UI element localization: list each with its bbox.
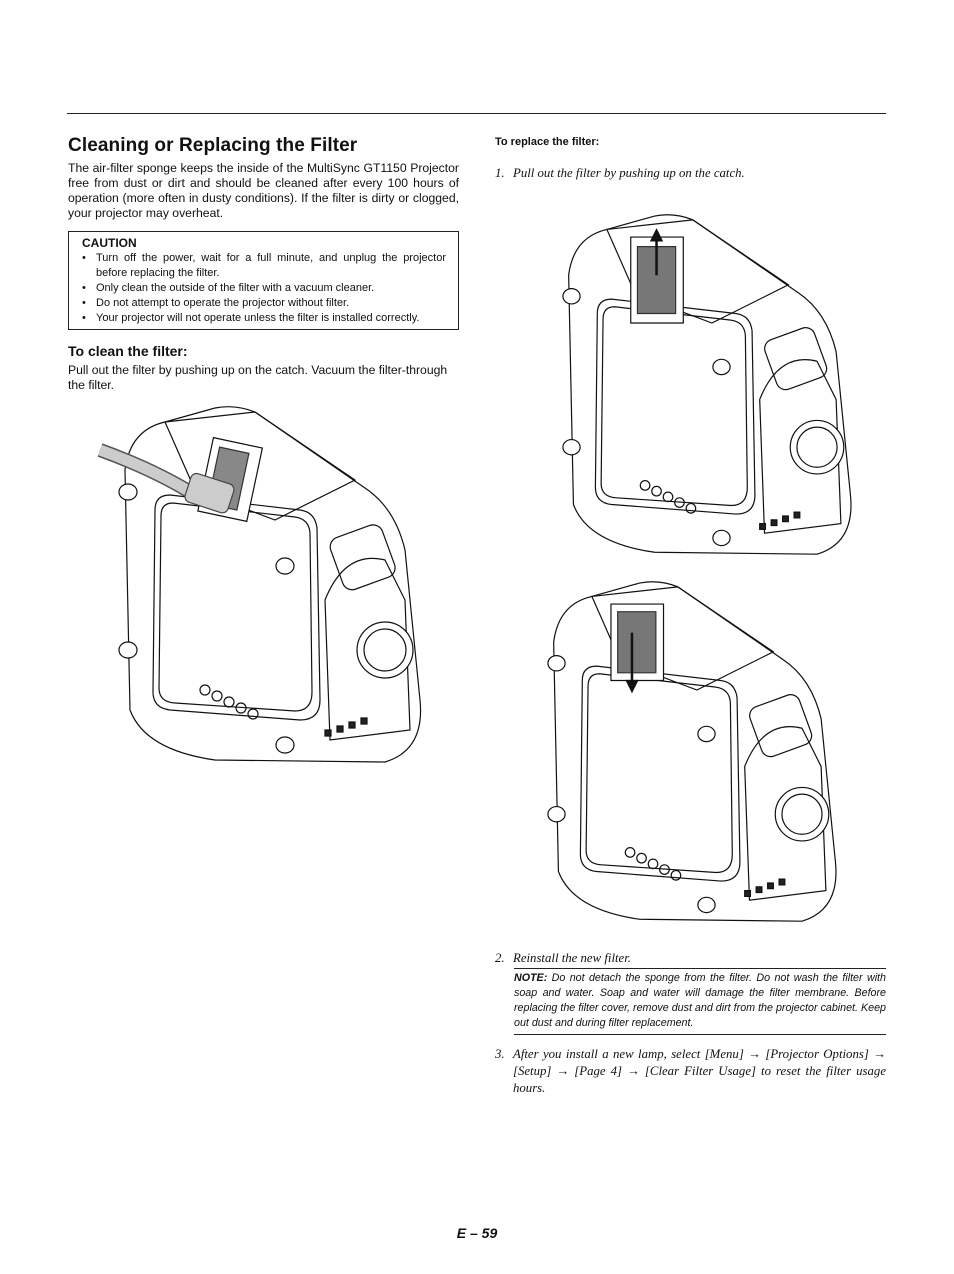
note-box: NOTE: Do not detach the sponge from the … [514, 968, 886, 1035]
projector-filter-out-illustration [540, 205, 860, 570]
caution-list: •Turn off the power, wait for a full min… [82, 251, 446, 326]
projector-filter-in-illustration [525, 572, 845, 937]
step-1: 1. Pull out the filter by pushing up on … [495, 165, 886, 182]
step-2: 2. Reinstall the new filter. [495, 950, 886, 967]
note-text: Do not detach the sponge from the filter… [514, 972, 886, 1029]
step-text: After you install a new lamp, select [Me… [513, 1047, 886, 1095]
right-column: To replace the filter: [495, 135, 886, 148]
step-number: 1. [495, 166, 505, 180]
caution-heading: CAUTION [82, 236, 137, 250]
step-number: 3. [495, 1047, 505, 1061]
caution-item: •Do not attempt to operate the projector… [82, 297, 350, 309]
clean-filter-heading: To clean the filter: [68, 343, 188, 359]
step-3: 3. After you install a new lamp, select … [495, 1046, 886, 1097]
caution-item-text: Do not attempt to operate the projector … [96, 297, 350, 309]
left-column: Cleaning or Replacing the Filter The air… [68, 135, 459, 393]
intro-paragraph: The air-filter sponge keeps the inside o… [68, 161, 459, 220]
step-number: 2. [495, 951, 505, 965]
caution-item-text: Your projector will not operate unless t… [96, 312, 420, 324]
caution-box: CAUTION •Turn off the power, wait for a … [68, 231, 459, 330]
step-text: Reinstall the new filter. [513, 951, 632, 965]
projector-vacuum-illustration [95, 400, 430, 775]
step-text: Pull out the filter by pushing up on the… [513, 166, 745, 180]
caution-item-text: Only clean the outside of the filter wit… [96, 282, 375, 294]
caution-item: •Your projector will not operate unless … [82, 312, 420, 324]
page-title: Cleaning or Replacing the Filter [68, 135, 358, 156]
header-rule [67, 113, 886, 114]
replace-filter-heading: To replace the filter: [495, 136, 600, 148]
page-number: E – 59 [456, 1225, 498, 1241]
clean-filter-text: Pull out the filter by pushing up on the… [68, 363, 448, 392]
note-label: NOTE: [514, 972, 548, 984]
caution-item: •Turn off the power, wait for a full min… [82, 252, 446, 279]
caution-item: •Only clean the outside of the filter wi… [82, 282, 375, 294]
caution-item-text: Turn off the power, wait for a full minu… [96, 252, 446, 279]
